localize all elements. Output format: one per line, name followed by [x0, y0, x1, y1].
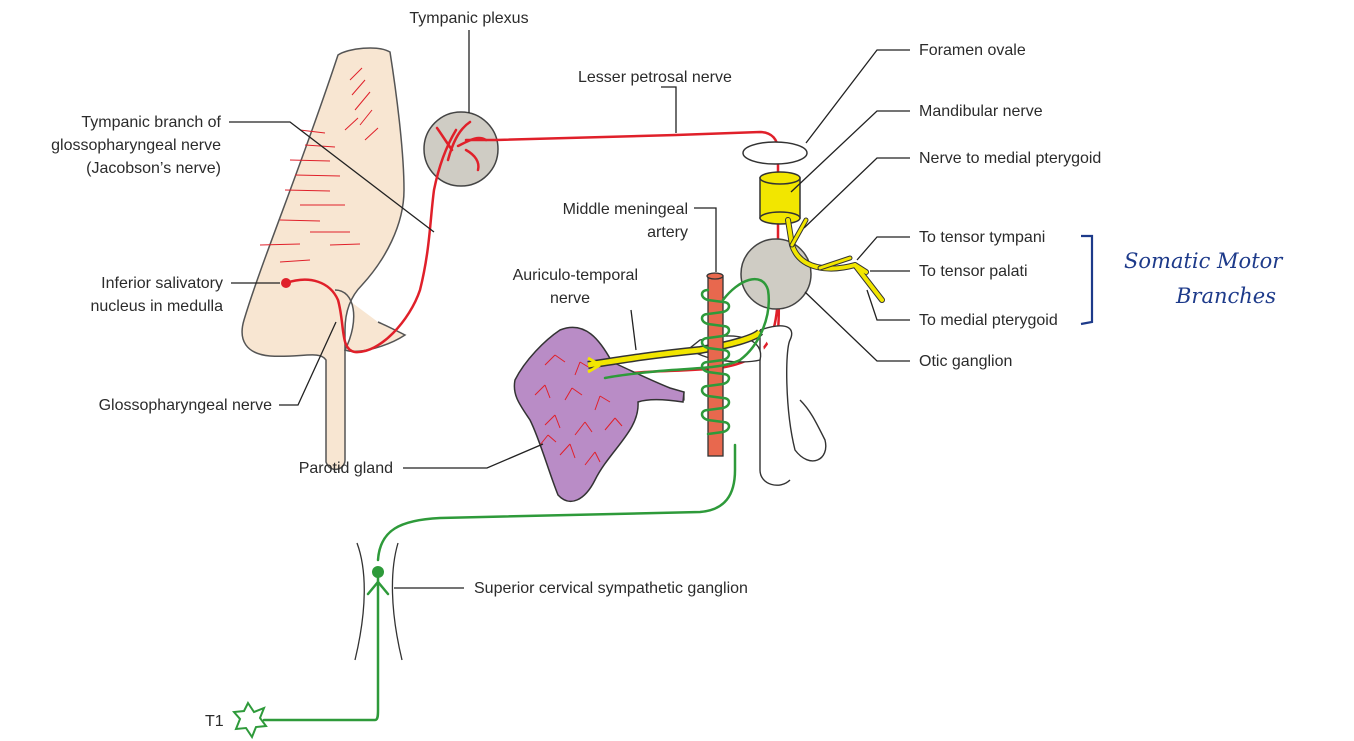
- otic-ganglion: [741, 239, 811, 309]
- label-parotid-gland: Parotid gland: [299, 460, 393, 477]
- tympanic-plexus: [424, 112, 498, 186]
- label-middle-meningeal-2: artery: [647, 224, 688, 241]
- label-glossopharyngeal: Glossopharyngeal nerve: [99, 397, 273, 414]
- label-to-medial-pterygoid: To medial pterygoid: [919, 312, 1058, 329]
- sympathetic-ganglion-dot: [372, 566, 384, 578]
- label-tympanic-branch-2: glossopharyngeal nerve: [51, 137, 221, 154]
- artery-top: [707, 273, 723, 279]
- label-foramen-ovale: Foramen ovale: [919, 42, 1026, 59]
- label-inferior-salivatory-2: nucleus in medulla: [90, 298, 223, 315]
- label-inferior-salivatory-1: Inferior salivatory: [101, 275, 223, 292]
- mandibular-nerve: [760, 172, 800, 224]
- label-t1: T1: [205, 713, 224, 730]
- label-auriculotemporal-2: nerve: [550, 290, 590, 307]
- annotation-branches: Branches: [1175, 284, 1276, 308]
- inferior-salivatory-nucleus: [281, 278, 291, 288]
- label-to-tensor-tympani: To tensor tympani: [919, 229, 1045, 246]
- label-superior-cervical: Superior cervical sympathetic ganglion: [474, 580, 748, 597]
- annotation-bracket: [1081, 236, 1092, 324]
- label-otic-ganglion: Otic ganglion: [919, 353, 1012, 370]
- label-tympanic-branch-3: (Jacobson’s nerve): [86, 160, 221, 177]
- label-auriculotemporal-1: Auriculo-temporal: [513, 267, 638, 284]
- label-tympanic-branch-1: Tympanic branch of: [81, 114, 221, 131]
- t1-neuron: [234, 703, 266, 737]
- foramen-ovale: [743, 142, 807, 164]
- annotation-somatic-motor: Somatic Motor: [1124, 249, 1284, 273]
- label-to-tensor-palati: To tensor palati: [919, 263, 1028, 280]
- label-nerve-medial-pterygoid: Nerve to medial pterygoid: [919, 150, 1101, 167]
- label-lesser-petrosal: Lesser petrosal nerve: [578, 69, 732, 86]
- label-tympanic-plexus: Tympanic plexus: [409, 10, 528, 27]
- label-mandibular-nerve: Mandibular nerve: [919, 103, 1043, 120]
- bone-outline: [760, 326, 826, 485]
- label-middle-meningeal-1: Middle meningeal: [563, 201, 688, 218]
